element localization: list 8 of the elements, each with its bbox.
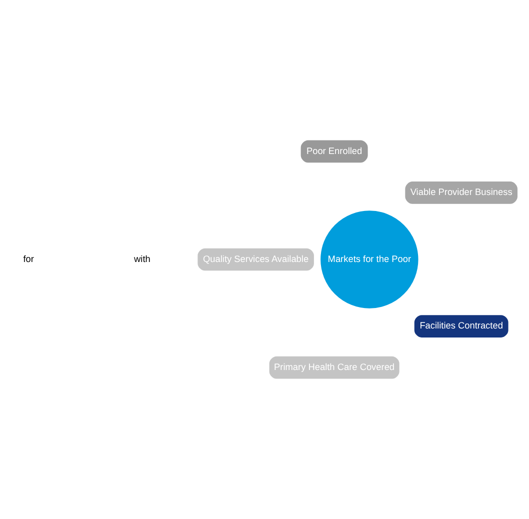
node-box: Viable Provider Business	[404, 180, 519, 206]
node-box: Quality Services Available	[196, 247, 316, 272]
node-circle: Markets for the Poor	[319, 209, 420, 310]
node-box: Primary Health Care Covered	[268, 355, 401, 380]
node-box: Poor Enrolled	[300, 138, 370, 164]
label: with	[134, 254, 150, 264]
node-box: Facilities Contracted	[413, 314, 510, 339]
label: for	[23, 254, 34, 264]
